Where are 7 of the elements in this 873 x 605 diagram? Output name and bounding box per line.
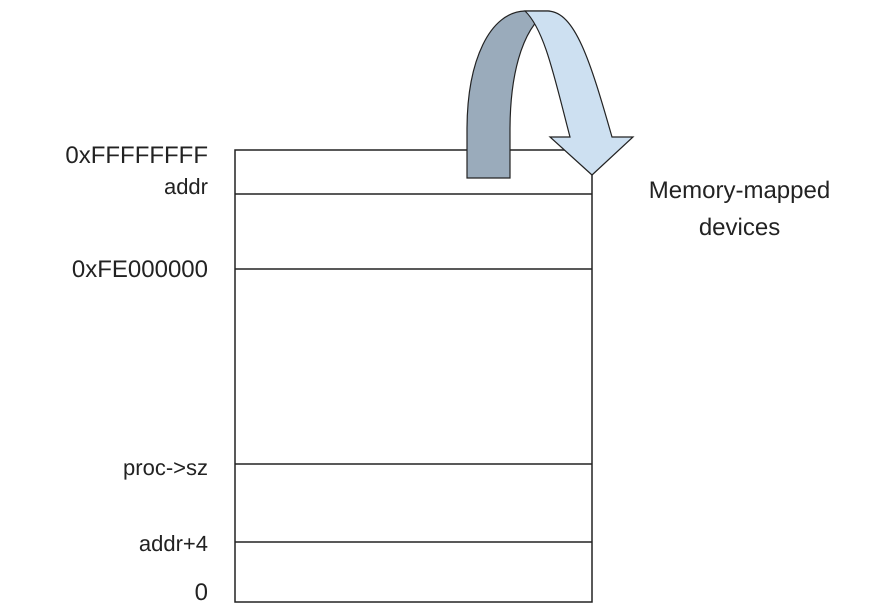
address-label: addr: [164, 173, 208, 201]
region-label: Memory-mapped devices: [648, 176, 832, 243]
address-label: addr+4: [138, 530, 208, 558]
address-label: 0xFE000000: [72, 255, 208, 285]
address-label: 0xFFFFFFFF: [65, 141, 208, 171]
address-label: proc->sz: [123, 454, 208, 482]
address-label: 0: [194, 578, 208, 605]
